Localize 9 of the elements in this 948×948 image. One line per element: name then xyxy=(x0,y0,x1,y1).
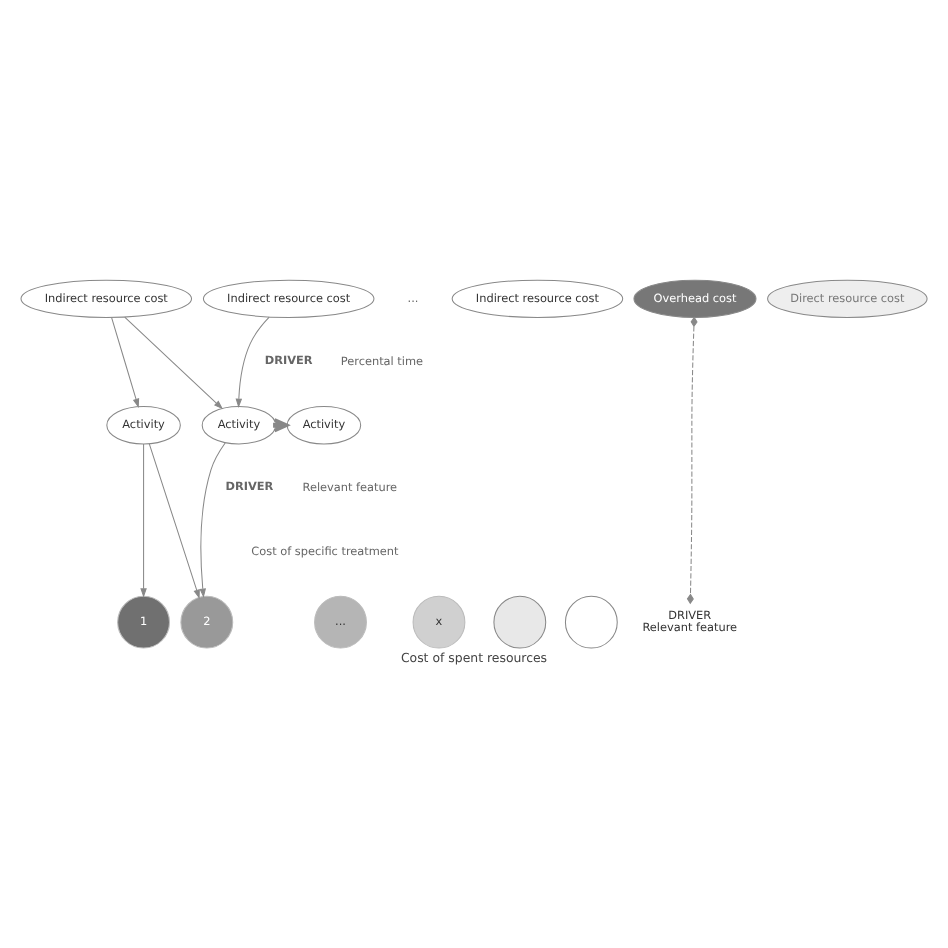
arrow xyxy=(124,315,224,409)
arrow xyxy=(111,316,140,407)
connector xyxy=(686,315,698,604)
arrow xyxy=(140,442,147,597)
node-circle xyxy=(493,594,547,648)
arrow xyxy=(148,442,200,598)
node-circle xyxy=(564,594,618,648)
arrow xyxy=(199,441,226,597)
arrow xyxy=(235,315,270,407)
